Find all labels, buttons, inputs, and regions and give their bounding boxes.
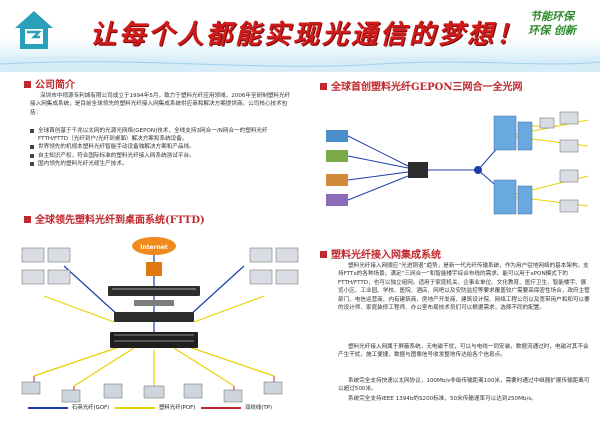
end-terminal-icon: [539, 111, 579, 213]
terminal-device-icon: [21, 381, 283, 403]
banner-motto: 节能环保 环保 创新: [512, 10, 592, 38]
list-item: 世界领先的机规本塑料光纤智能手动设备独解决方案和产品线。: [30, 143, 292, 151]
house-fiber-logo-icon: [15, 11, 53, 49]
company-intro-text: 深圳市中视源专利城有限公司成立于1994年5月，致力于塑料光纤应用领域，2006…: [30, 93, 291, 116]
list-item: 国内领先的塑料光纤光缆生产技术。: [30, 160, 292, 168]
section-bullet-icon: [320, 251, 327, 258]
router-icon: [146, 262, 162, 276]
motto-line-1: 节能环保: [530, 10, 574, 23]
fttd-section-title: 全球领先塑料光纤到桌面系统(FTTD): [24, 211, 205, 226]
internet-cloud-icon: [132, 237, 176, 255]
olt-icon: [408, 162, 428, 178]
legend-gof: 石英光纤(GOF): [24, 405, 109, 411]
motto-line-2: 环保 创新: [528, 24, 576, 37]
system-paragraph-4: 系统完全支持IEEE 1394b的S200标准，50米传输速率可以达到250Mb…: [348, 396, 537, 402]
service-source-icon: [326, 130, 348, 206]
core-switch-icon: [108, 286, 200, 296]
gepon-network-diagram: [326, 111, 589, 215]
gepon-section-title: 全球首创塑料光纤GEPON三网合一全光网: [320, 78, 523, 93]
header-banner: [0, 0, 600, 68]
section-bullet-icon: [320, 83, 327, 90]
aggregation-switch-icon: [114, 312, 194, 322]
section-bullet-icon: [24, 216, 31, 223]
internet-label: Internet: [140, 244, 168, 251]
system-paragraph-3: 系统完全支持快速以太网协议，100Mb/s非级传输距离100米，需要时通过中继器…: [338, 378, 590, 393]
media-converter-icon: [134, 300, 174, 306]
system-paragraph-1: 塑料光纤接入网顺应“光进铜退”趋势，是新一代光纤传输系统，作为用户驻地网络的基本…: [338, 263, 590, 312]
building-icon: [493, 115, 533, 215]
fttd-legend: 石英光纤(GOF) 塑料光纤(POF) 双绞线(TP): [24, 403, 272, 411]
splitter-icon: [474, 166, 482, 174]
list-item: 自主知识产权，符合国际标准的塑料光纤接入网系统测试平台。: [30, 152, 292, 160]
legend-pof: 塑料光纤(POF): [111, 405, 195, 411]
list-item: 全球首创基于千兆以太网的光源光网络(GEPON)技术，全线支持3网合一/N网合一…: [30, 127, 292, 143]
system-paragraph-2: 塑料光纤接入网属于屏蔽系统，无电磁干扰，可以与电线一同安装，数据流通过时，电磁对…: [338, 344, 589, 359]
company-section-title: 公司简介: [24, 76, 75, 91]
company-bullet-list: 全球首创基于千兆以太网的光源光网络(GEPON)技术，全线支持3网合一/N网合一…: [30, 127, 292, 168]
banner-wave: [0, 56, 600, 72]
system-section-title: 塑料光纤接入网集成系统: [320, 246, 441, 261]
legend-tp: 双绞线(TP): [197, 405, 272, 411]
banner-slogan: 让每个人都能实现光通信的梦想！: [90, 20, 526, 50]
fttd-network-diagram: Internet: [21, 237, 299, 403]
desktop-pc-icon: [21, 247, 299, 285]
section-bullet-icon: [24, 81, 31, 88]
